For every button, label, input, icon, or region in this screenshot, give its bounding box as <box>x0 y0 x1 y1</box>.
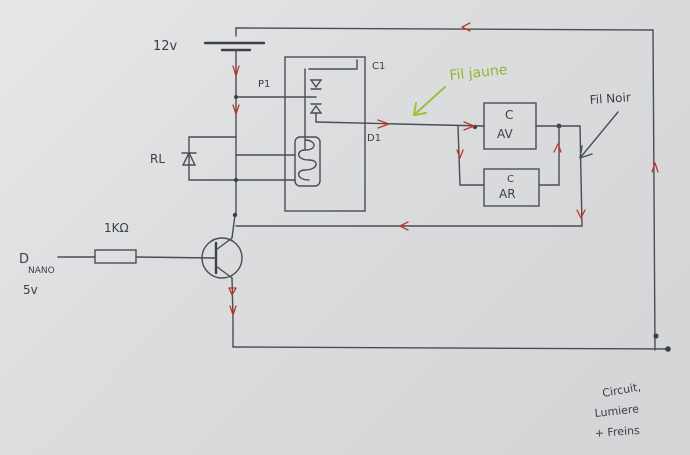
relay-label: RL <box>150 152 165 166</box>
load-network <box>235 102 583 227</box>
load-rear-c-label: C <box>507 174 514 185</box>
outer-loop-wires <box>232 27 669 351</box>
load-rear-label: AR <box>499 187 516 201</box>
circuit-label-line2: Lumiere <box>594 402 640 420</box>
input-nano-label: NANO <box>28 266 55 276</box>
circuit-label-line3: + Freins <box>594 424 640 440</box>
relay-pin-d-label: D1 <box>367 133 381 144</box>
resistor-label: 1KΩ <box>104 221 129 235</box>
junction-dots <box>232 95 671 352</box>
supply-label: 12v <box>153 39 178 54</box>
input-d-label: D <box>19 252 29 267</box>
yellow-wire-pointer <box>413 86 446 116</box>
relay-box <box>235 56 399 212</box>
current-arrows <box>229 22 659 316</box>
battery-symbol <box>203 27 266 216</box>
load-front-c-label: C <box>505 108 513 122</box>
relay-pin-c-label: C1 <box>372 61 385 72</box>
black-wire-pointer <box>579 111 619 159</box>
relay-pin-p-label: P1 <box>258 79 270 90</box>
load-front-label: AV <box>497 127 513 141</box>
input-volt-label: 5v <box>23 283 38 297</box>
npn-transistor <box>201 214 243 319</box>
circuit-label-line1: Circuit, <box>601 380 642 400</box>
base-resistor <box>57 249 217 264</box>
yellow-wire-label: Fil jaune <box>449 62 508 84</box>
flyback-diode <box>181 136 237 181</box>
black-wire-label: Fil Noir <box>589 90 631 107</box>
